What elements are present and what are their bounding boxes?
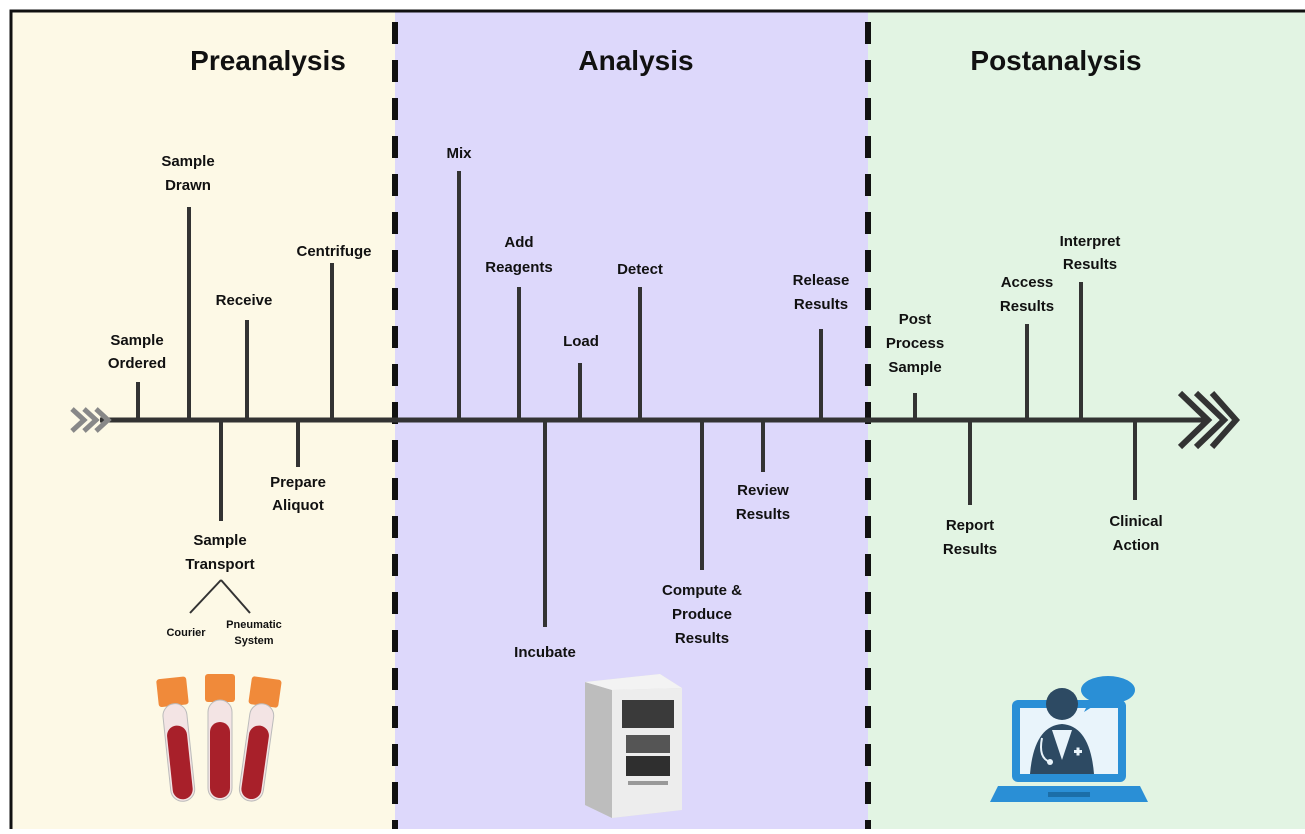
label-incubate: Incubate <box>514 644 576 661</box>
transport-branch <box>189 579 251 614</box>
lab-analyzer-icon <box>585 674 682 818</box>
label-receive: Receive <box>216 292 273 309</box>
label-centrifuge: Centrifuge <box>297 243 372 260</box>
phase-title-preanalysis: Preanalysis <box>190 45 346 76</box>
telehealth-laptop-icon <box>990 676 1148 802</box>
diagram-border <box>9 9 1305 834</box>
blood-tubes-icon <box>156 674 282 802</box>
label-load: Load <box>563 333 599 350</box>
phase-title-analysis: Analysis <box>578 45 693 76</box>
lower-ticks <box>219 420 1137 627</box>
label-mix: Mix <box>446 145 472 162</box>
timeline-tail-icon <box>70 407 112 433</box>
timeline-arrowhead-icon <box>1177 390 1241 450</box>
label-detect: Detect <box>617 261 663 278</box>
phase-title-postanalysis: Postanalysis <box>970 45 1141 76</box>
upper-ticks <box>136 171 1083 420</box>
label-courier: Courier <box>166 627 206 639</box>
